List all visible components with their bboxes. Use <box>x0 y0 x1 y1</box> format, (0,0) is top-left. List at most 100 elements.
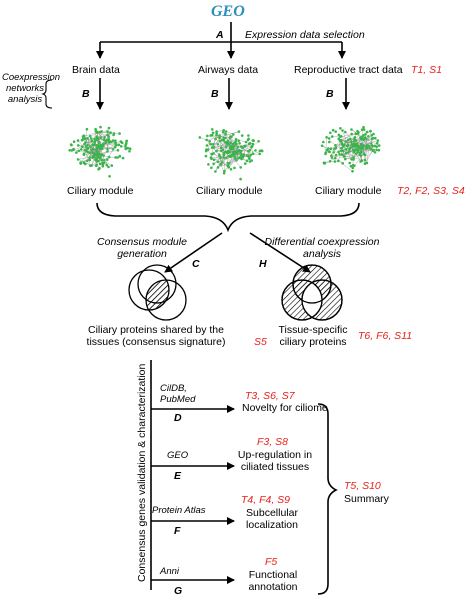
network-node <box>99 143 103 147</box>
network-node <box>229 168 233 171</box>
network-node <box>215 132 218 135</box>
step-d-source-line1: CilDB, <box>160 383 187 394</box>
network-node <box>223 169 226 173</box>
network-node <box>344 151 348 155</box>
network-node <box>352 156 356 159</box>
network-node <box>222 153 226 157</box>
tissue-specific-line1: Tissue-specific <box>278 324 348 336</box>
network-edge <box>340 133 356 137</box>
network-edge <box>341 146 360 155</box>
network-node <box>224 132 227 136</box>
network-node <box>88 156 92 159</box>
network-node <box>93 140 96 144</box>
network-node <box>374 136 377 140</box>
network-node <box>216 143 220 146</box>
network-edge <box>354 153 365 166</box>
network-node <box>210 166 213 170</box>
network-node <box>361 143 364 146</box>
network-node <box>207 163 210 166</box>
network-edge <box>207 135 220 138</box>
network-node <box>96 150 99 154</box>
network-node <box>239 177 242 181</box>
tissue-specific-label: Tissue-specific ciliary proteins <box>270 324 356 348</box>
network-node <box>251 152 255 155</box>
network-node <box>231 147 235 151</box>
network-node <box>334 153 338 157</box>
upreg-line1: Up-regulation in <box>237 449 313 461</box>
network-node <box>339 135 342 139</box>
network-node <box>90 148 93 152</box>
network-node <box>218 139 222 143</box>
network-node <box>363 136 367 139</box>
step-e-letter: E <box>174 470 182 482</box>
network-node <box>117 143 121 147</box>
network-node <box>327 137 331 140</box>
network-node <box>339 127 342 130</box>
network-node <box>339 149 343 153</box>
network-node <box>344 140 347 143</box>
network-node <box>89 164 92 168</box>
step-c-line2: generation <box>117 248 167 260</box>
network-node <box>81 135 85 138</box>
network-node <box>106 130 109 133</box>
network-node <box>257 140 260 143</box>
step-e-source: GEO <box>167 450 189 461</box>
network-node <box>216 160 220 164</box>
network-edge <box>338 160 353 172</box>
network-edge <box>227 152 248 161</box>
subcell-line1: Subcellular <box>246 507 298 519</box>
network-node <box>367 135 370 138</box>
ref-consensus: S5 <box>254 336 267 348</box>
network-node <box>108 175 111 178</box>
network-node <box>237 130 241 133</box>
network-node <box>353 164 356 167</box>
network-edge <box>330 141 352 149</box>
summary-brace <box>317 403 338 595</box>
network-node <box>365 130 369 134</box>
small-brace <box>41 79 53 109</box>
step-g-letter: G <box>174 585 183 597</box>
network-node <box>89 145 92 148</box>
network-node <box>94 127 97 131</box>
network-node <box>102 138 106 142</box>
network-node <box>238 142 241 145</box>
step-d-letter: D <box>174 412 182 424</box>
network-node <box>94 129 98 133</box>
network-node <box>324 151 328 154</box>
validation-vertical-label: Consensus genes validation & characteriz… <box>136 363 148 582</box>
network-node <box>376 139 380 142</box>
network-node <box>106 150 109 153</box>
subcell-line2: localization <box>246 519 298 531</box>
network-node <box>88 134 92 138</box>
network-node <box>94 164 98 167</box>
network-node <box>352 151 356 154</box>
network-node <box>208 140 211 143</box>
network-node <box>119 145 123 148</box>
network-node <box>355 152 358 155</box>
network-node <box>101 147 104 150</box>
network-edge <box>213 156 231 160</box>
network-edge <box>90 156 110 166</box>
network-node <box>212 152 215 155</box>
network-node <box>250 144 254 148</box>
network-node <box>359 146 363 150</box>
network-node <box>250 159 253 162</box>
network-node <box>222 139 225 142</box>
network-node <box>228 136 231 140</box>
network-node <box>377 148 381 152</box>
network-node <box>337 133 341 137</box>
network-node <box>112 133 115 137</box>
network-node <box>328 160 332 163</box>
network-node <box>219 162 223 166</box>
step-h-letter: H <box>259 258 267 270</box>
network-node <box>241 146 244 149</box>
step-d-source: CilDB, PubMed <box>160 383 195 405</box>
network-node <box>351 166 355 170</box>
network-node <box>240 153 243 157</box>
network-edge <box>99 151 108 155</box>
network-node <box>72 147 75 151</box>
network-edge <box>215 153 224 172</box>
module-airways-label: Ciliary module <box>196 185 263 197</box>
network-node <box>247 134 250 137</box>
